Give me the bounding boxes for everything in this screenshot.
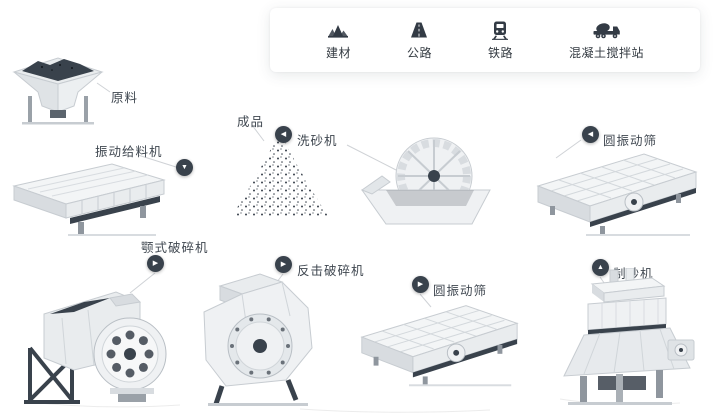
application-building-materials: 建材 bbox=[326, 20, 351, 61]
hotspot-screen-bottom[interactable]: ▶ bbox=[412, 276, 429, 293]
hotspot-vibrating-feeder[interactable]: ▼ bbox=[176, 159, 193, 176]
hotspot-sand-washer[interactable]: ◀ bbox=[275, 126, 292, 143]
label-sand-washer: 洗砂机 bbox=[297, 134, 338, 148]
sand-maker-illustration bbox=[540, 268, 700, 408]
applications-card: 建材 公路 bbox=[270, 8, 700, 72]
hotspot-impact-crusher[interactable]: ▶ bbox=[275, 256, 292, 273]
label-impact-crusher: 反击破碎机 bbox=[297, 264, 365, 278]
hotspot-jaw-crusher[interactable]: ▶ bbox=[147, 255, 164, 272]
triangle-down-icon: ▼ bbox=[181, 164, 188, 171]
application-railway: 铁路 bbox=[488, 20, 513, 61]
application-label: 公路 bbox=[406, 45, 432, 60]
label-finished-product: 成品 bbox=[237, 115, 265, 129]
triangle-right-icon: ▶ bbox=[152, 260, 159, 267]
application-label: 建材 bbox=[325, 45, 351, 60]
label-vibrating-feeder: 振动给料机 bbox=[95, 145, 163, 159]
finished-sand-pile-illustration bbox=[228, 124, 332, 222]
triangle-right-icon: ▶ bbox=[280, 261, 287, 268]
application-concrete-plant: 混凝土搅拌站 bbox=[569, 20, 644, 61]
hotspot-sand-maker[interactable]: ▲ bbox=[592, 259, 609, 276]
application-highway: 公路 bbox=[407, 20, 432, 61]
vibrating-feeder-illustration bbox=[8, 156, 170, 238]
triangle-left-icon: ◀ bbox=[587, 131, 594, 138]
raw-material-hopper-illustration bbox=[8, 50, 108, 128]
label-jaw-crusher: 颚式破碎机 bbox=[141, 241, 209, 255]
vibrating-screen-top-illustration bbox=[526, 146, 704, 238]
hotspot-screen-top[interactable]: ◀ bbox=[582, 126, 599, 143]
triangle-right-icon: ▶ bbox=[417, 281, 424, 288]
mixer-truck-icon bbox=[591, 20, 621, 40]
vibrating-screen-bottom-illustration bbox=[350, 295, 525, 391]
jaw-crusher-illustration bbox=[14, 262, 182, 407]
highway-icon bbox=[407, 20, 431, 40]
label-screen-bottom: 圆振动筛 bbox=[433, 284, 488, 298]
label-screen-top: 圆振动筛 bbox=[603, 134, 658, 148]
aggregate-pile-icon bbox=[326, 20, 350, 40]
application-label: 混凝土搅拌站 bbox=[568, 45, 644, 60]
sand-washer-illustration bbox=[356, 132, 496, 232]
triangle-left-icon: ◀ bbox=[280, 131, 287, 138]
application-label: 铁路 bbox=[487, 45, 513, 60]
triangle-up-icon: ▲ bbox=[597, 264, 604, 271]
impact-crusher-illustration bbox=[186, 264, 331, 409]
label-raw-material: 原料 bbox=[111, 91, 139, 105]
railway-icon bbox=[488, 20, 512, 40]
